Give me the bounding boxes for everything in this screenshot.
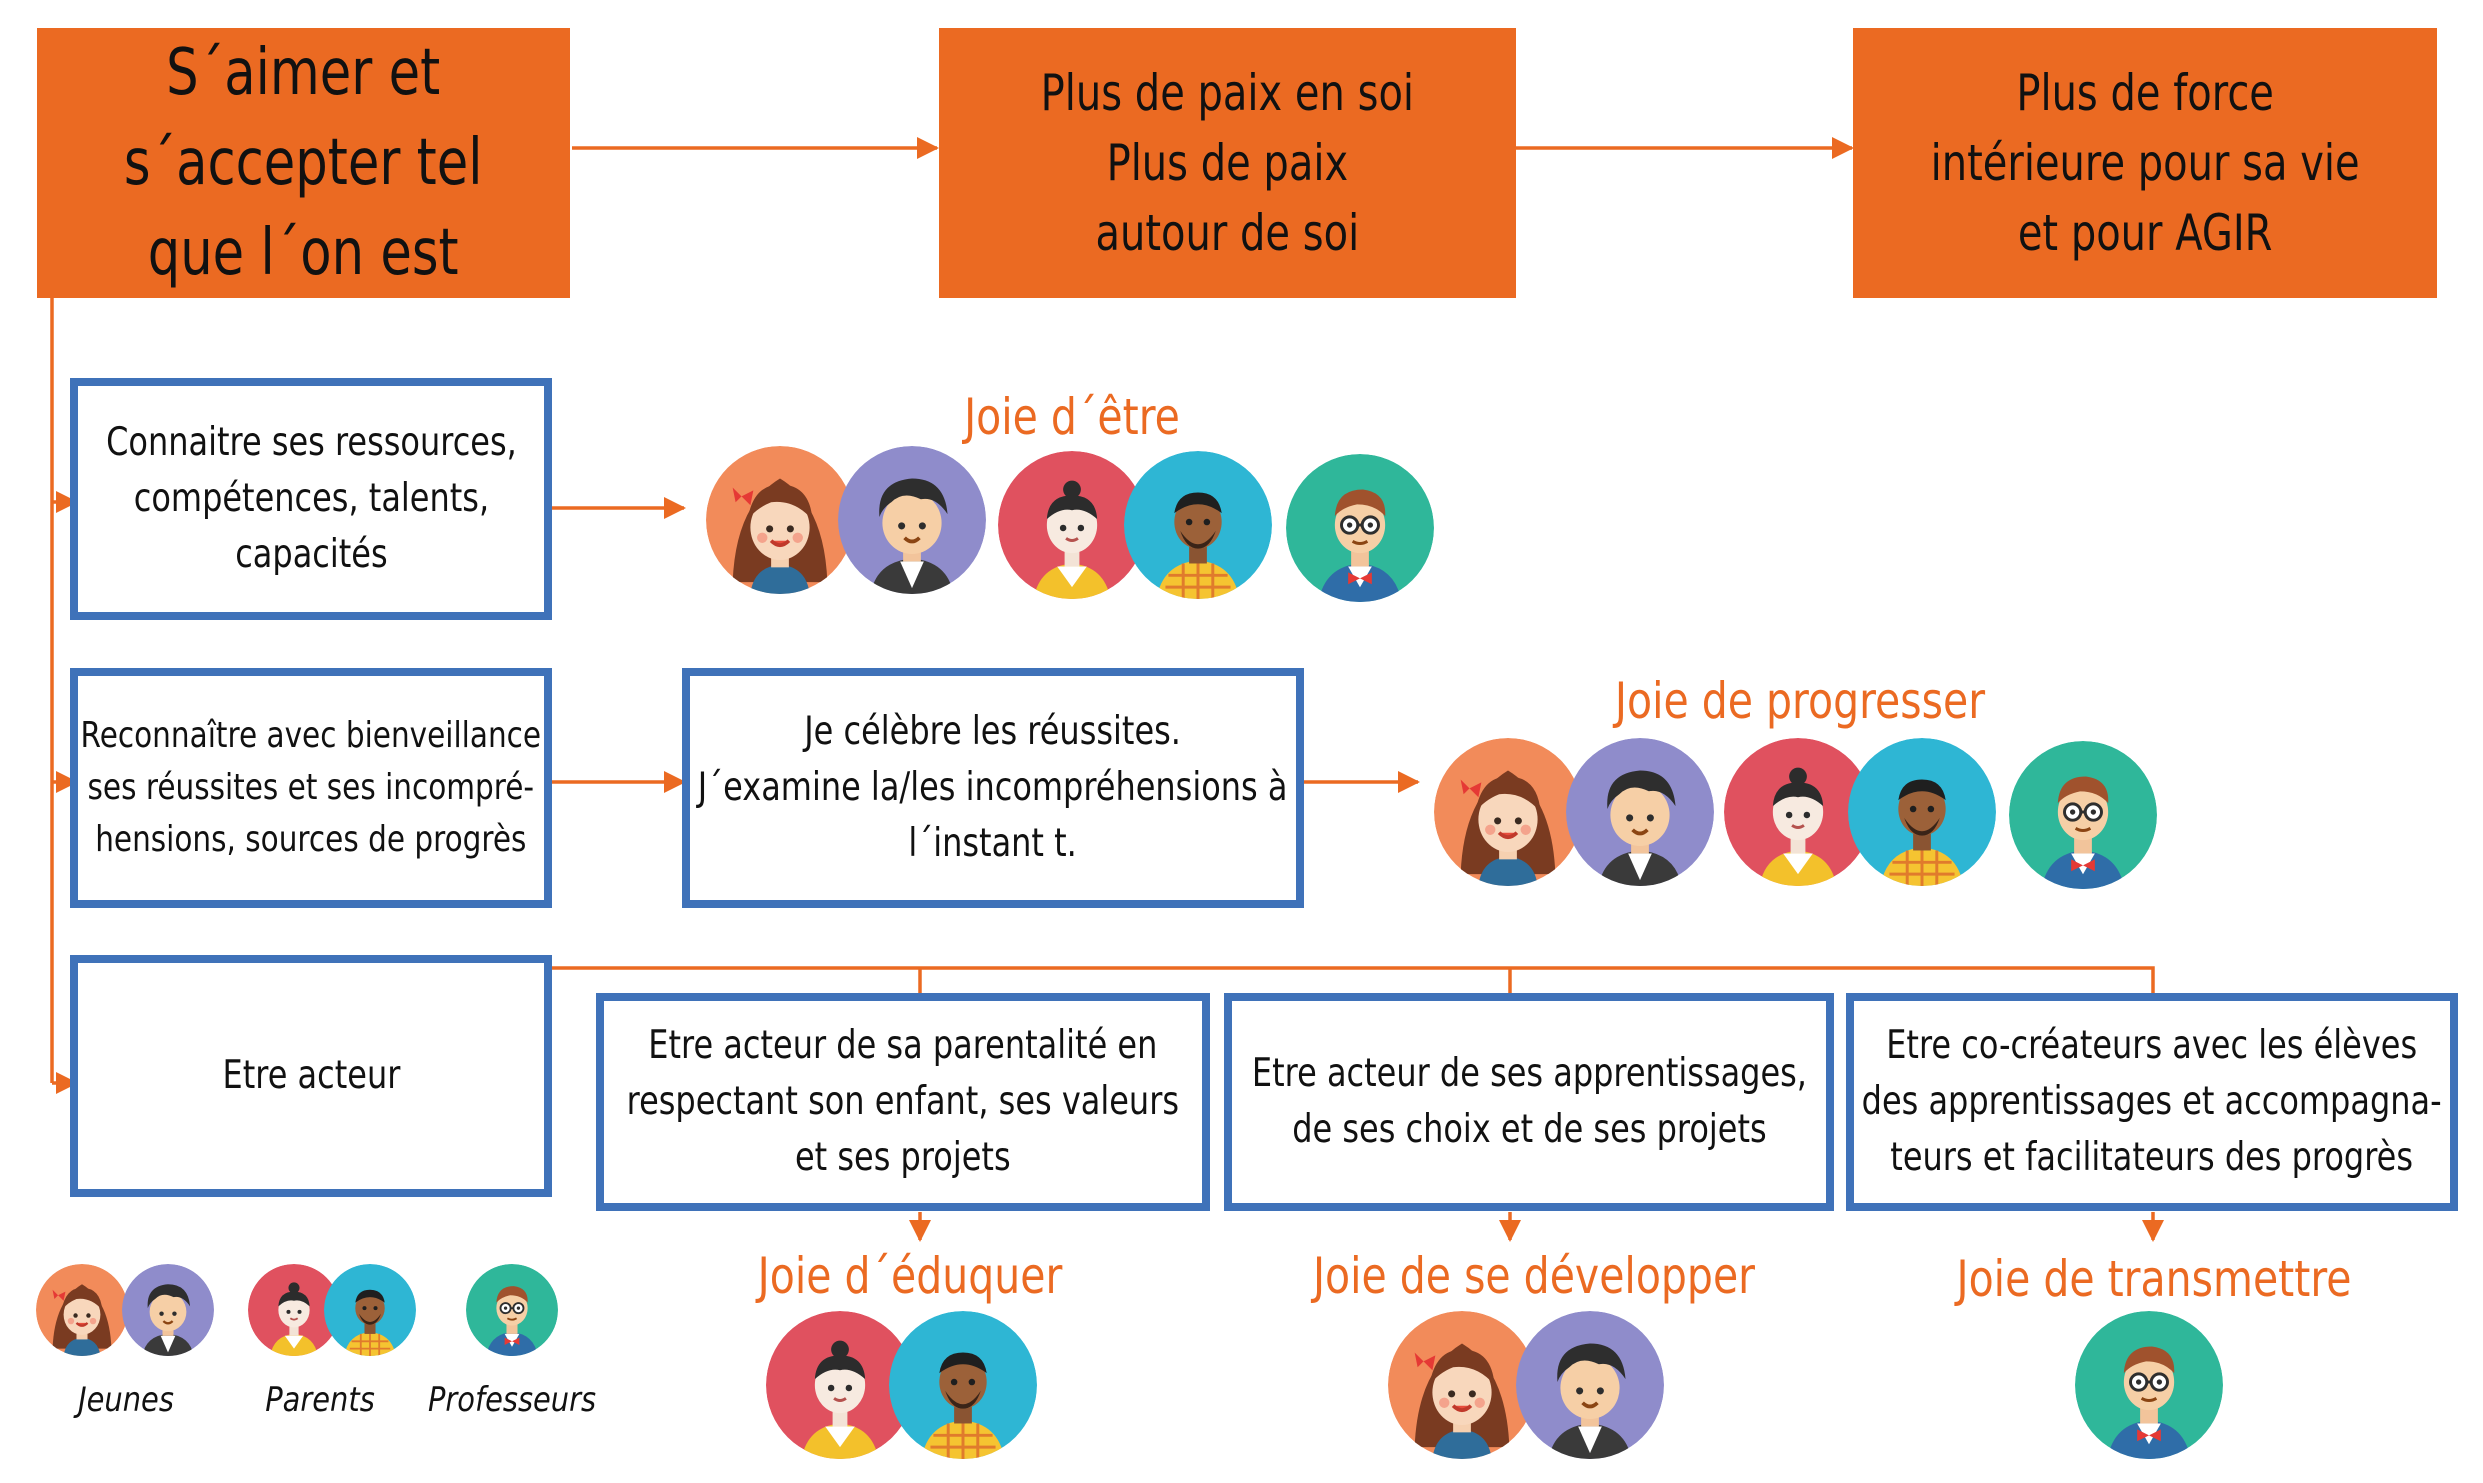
top-box-inner-strength: Plus de force intérieure pour sa vie et … (1853, 28, 2437, 298)
row1-box-line1: Connaitre ses ressources, (105, 420, 517, 465)
avatar-teacher-icon (2075, 1311, 2223, 1459)
avatar-woman-icon (766, 1311, 914, 1459)
branch2-line1: Etre acteur de ses apprentissages, (1251, 1051, 1807, 1096)
joy-label-progresser: Joie de progresser (1614, 672, 1986, 730)
branch-box-parents: Etre acteur de sa parentalité en respect… (596, 993, 1210, 1211)
avatar-girl-icon (36, 1264, 128, 1356)
branch1-line1: Etre acteur de sa parentalité en (648, 1023, 1158, 1068)
branch2-line2: de ses choix et de ses projets (1291, 1107, 1767, 1152)
avatar-woman-icon (1724, 738, 1872, 886)
row3-bracket (550, 966, 2155, 994)
avatar-boy-icon (838, 446, 986, 594)
avatar-teacher-icon (466, 1264, 558, 1356)
avatar-boy-icon (1566, 738, 1714, 886)
row2-box-line3: hensions, sources de progrès (95, 819, 527, 860)
avatar-boy-icon (122, 1264, 214, 1356)
avatar-man-icon (324, 1264, 416, 1357)
avatar-girl-icon (706, 446, 854, 594)
row1-box-know-resources: Connaitre ses ressources, compétences, t… (70, 378, 552, 620)
row3-box-line1: Etre acteur (222, 1053, 400, 1098)
branch3-line3: teurs et facilitateurs des progrès (1890, 1135, 2414, 1180)
legend-label-professeurs: Professeurs (427, 1380, 597, 1420)
row2-middle-line1: Je célèbre les réussites. (804, 709, 1182, 754)
avatar-girl-icon (1388, 1311, 1536, 1459)
branch3-line2: des apprentissages et accompagna- (1862, 1079, 2443, 1124)
row3-box-be-actor: Etre acteur (70, 955, 552, 1197)
row2-box-line1: Reconnaître avec bienveillance (80, 715, 542, 756)
row1-box-line2: compétences, talents, (133, 476, 489, 521)
avatar-woman-icon (248, 1264, 340, 1356)
top-box1-line2: s´accepter tel (124, 126, 483, 200)
row2-middle-line2: J´examine la/les incompréhensions à (698, 765, 1288, 810)
avatar-teacher-icon (1286, 454, 1434, 602)
row1-box-line3: capacités (234, 532, 388, 577)
top-box1-line3: que l´on est (148, 216, 459, 290)
top-box1-line1: S´aimer et (166, 36, 441, 110)
branch-box-teachers: Etre co-créateurs avec les élèves des ap… (1846, 993, 2458, 1211)
joy-label-developper: Joie de se développer (1312, 1247, 1756, 1305)
row2-middle-box-celebrate: Je célèbre les réussites. J´examine la/l… (682, 668, 1304, 908)
avatar-boy-icon (1516, 1311, 1664, 1459)
top-box-peace: Plus de paix en soi Plus de paix autour … (939, 28, 1516, 298)
avatar-man-icon (889, 1311, 1037, 1460)
top-box2-line1: Plus de paix en soi (1040, 64, 1415, 122)
avatar-man-icon (1848, 738, 1996, 887)
row2-box-recognize: Reconnaître avec bienveillance ses réuss… (70, 668, 552, 908)
avatar-teacher-icon (2009, 741, 2157, 889)
legend-label-parents: Parents (265, 1380, 375, 1420)
top-box3-line2: intérieure pour sa vie (1930, 134, 2360, 192)
joy-label-transmettre: Joie de transmettre (1956, 1250, 2352, 1308)
joy-label-etre: Joie d´être (964, 388, 1180, 446)
top-box3-line1: Plus de force (2016, 64, 2274, 122)
branch-box-youth: Etre acteur de ses apprentissages, de se… (1224, 993, 1834, 1211)
joy-label-eduquer: Joie d´éduquer (757, 1247, 1063, 1305)
branch1-line2: respectant son enfant, ses valeurs (626, 1079, 1180, 1124)
avatar-man-icon (1124, 451, 1272, 600)
legend-label-jeunes: Jeunes (78, 1380, 174, 1420)
avatar-woman-icon (998, 451, 1146, 599)
top-box-self-acceptance: S´aimer et s´accepter tel que l´on est (37, 28, 570, 298)
row2-box-line2: ses réussites et ses incompré- (87, 767, 535, 808)
top-box3-line3: et pour AGIR (2017, 204, 2273, 262)
branch1-line3: et ses projets (795, 1135, 1011, 1180)
row2-middle-line3: l´instant t. (908, 821, 1078, 866)
branch3-line1: Etre co-créateurs avec les élèves (1886, 1023, 2418, 1068)
top-box2-line3: autour de soi (1095, 204, 1360, 262)
top-box2-line2: Plus de paix (1106, 134, 1349, 192)
avatar-girl-icon (1434, 738, 1582, 886)
